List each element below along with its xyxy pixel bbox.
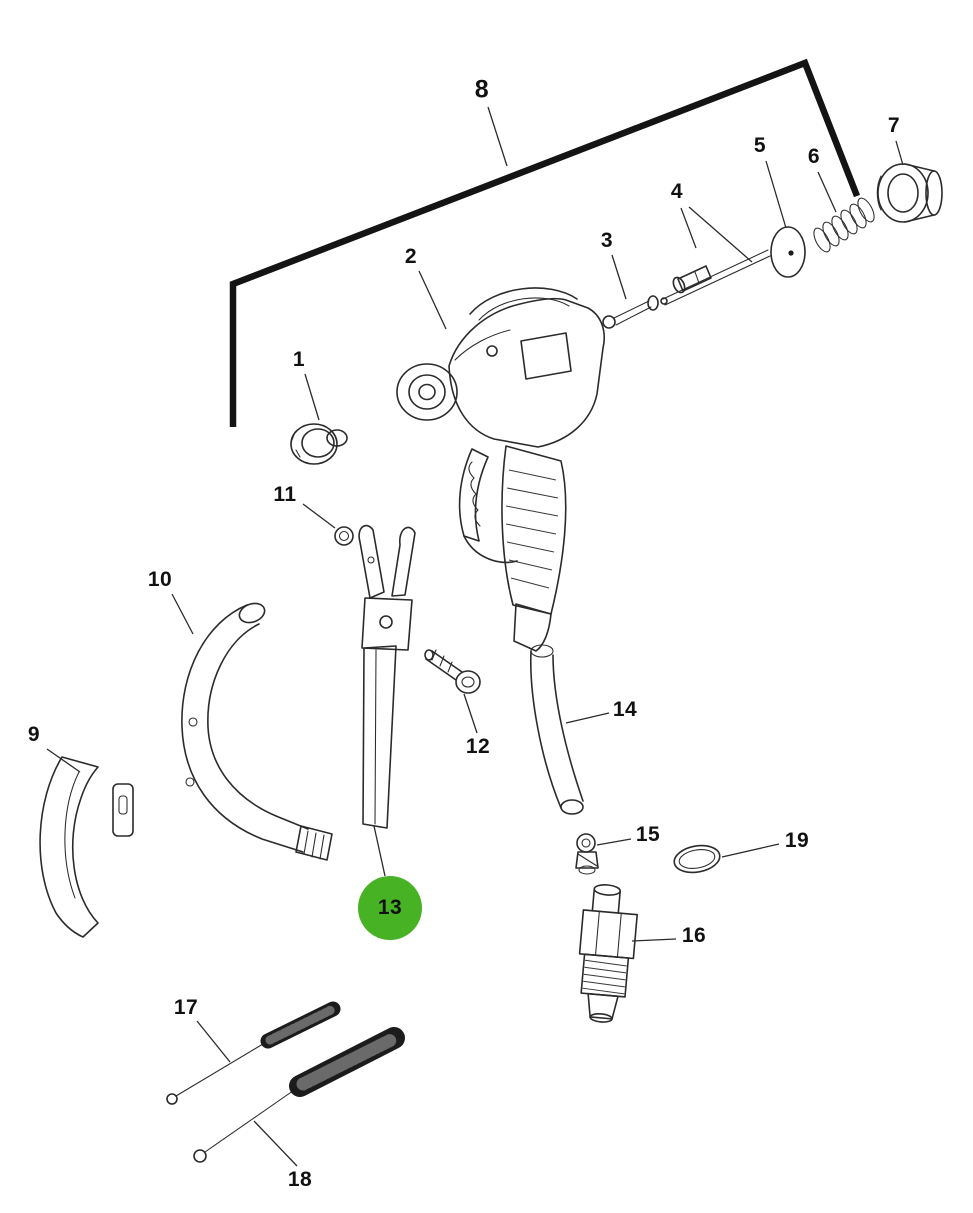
callout-1: 1 (292, 348, 306, 371)
part-15-swivel-nut (575, 833, 632, 875)
highlight-13-group (358, 876, 422, 940)
callout-9: 9 (27, 723, 41, 746)
callout-16: 16 (681, 924, 707, 947)
callout-18: 18 (287, 1168, 313, 1191)
part-12-screw (424, 649, 481, 734)
part-14-handle-tube (529, 644, 610, 815)
callout-8: 8 (474, 75, 490, 104)
part-19-o-ring (673, 844, 721, 874)
highlight-circle-part-13[interactable] (358, 876, 422, 940)
callout-7: 7 (887, 114, 901, 137)
callout-11: 11 (273, 483, 297, 506)
callout-10: 10 (147, 568, 173, 591)
callout-17: 17 (173, 996, 199, 1019)
part-5-piston-disc (765, 160, 806, 278)
part-8-group-bracket (229, 58, 861, 427)
part-17-cleaning-brush (166, 1001, 341, 1105)
callout-6: 6 (807, 145, 821, 168)
part-10-handle-guard (171, 593, 333, 861)
callout-12: 12 (465, 735, 491, 758)
part-2-gun-body (396, 270, 605, 652)
part-1-retaining-nut (290, 373, 348, 465)
callout-5: 5 (753, 134, 767, 157)
callout-2: 2 (404, 245, 418, 268)
part-13-trigger-assembly (358, 524, 416, 877)
part-18-cleaning-brush (193, 1027, 405, 1167)
leader-19 (721, 843, 780, 858)
leader-16 (631, 938, 677, 942)
part-16-inlet-fitting (578, 884, 639, 1023)
part-7-end-cap (876, 140, 943, 223)
callout-4: 4 (670, 180, 684, 203)
callout-3: 3 (600, 229, 614, 252)
callout-13: 13 (377, 896, 403, 919)
callout-15: 15 (635, 823, 661, 846)
part-6-spring (813, 171, 875, 253)
part-11-nut (302, 503, 354, 546)
callout-19: 19 (784, 829, 810, 852)
part-3-valve-stem (602, 254, 659, 329)
callout-14: 14 (612, 698, 638, 721)
part-9-handle-guard (39, 748, 134, 938)
part-4-needle-assembly (660, 206, 771, 306)
